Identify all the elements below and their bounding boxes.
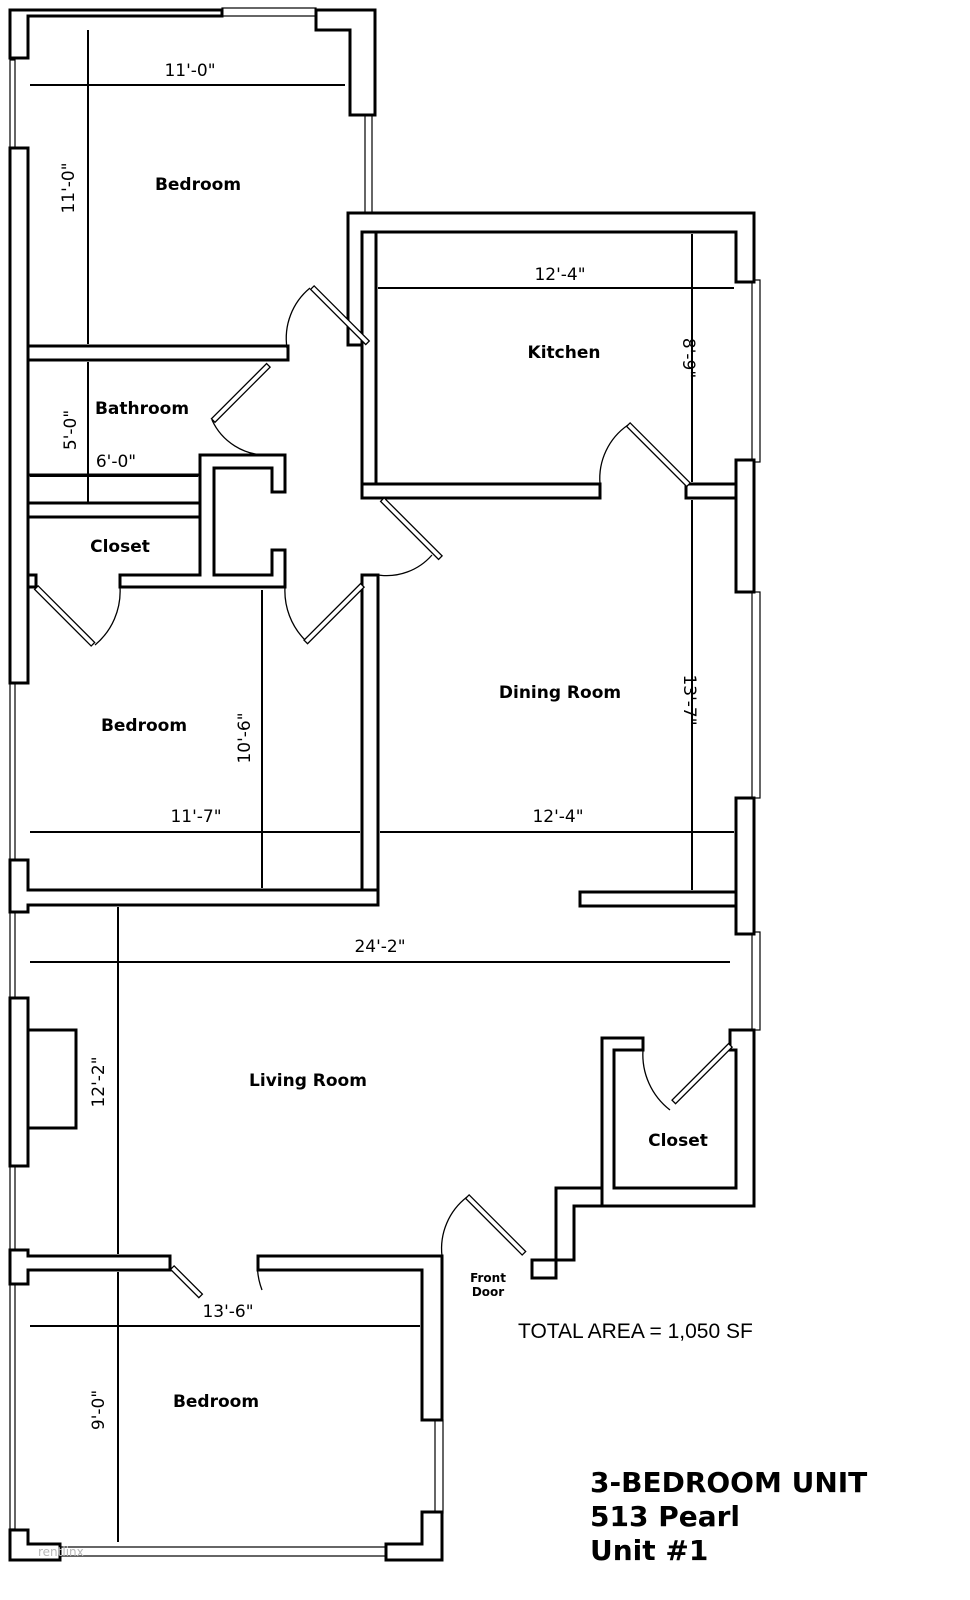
wall-kitchen-bottom xyxy=(360,482,602,500)
walls xyxy=(8,8,756,1562)
window-bottom xyxy=(56,1546,388,1557)
dim-bedroom-top-height: 11'-0" xyxy=(59,162,79,213)
window-left-living2 xyxy=(9,1164,16,1252)
window-left-living1 xyxy=(9,909,16,999)
wall-closet-top xyxy=(26,501,202,519)
wall-stair-step xyxy=(530,1186,604,1280)
room-label-bathroom: Bathroom xyxy=(95,399,189,419)
dimension-lines xyxy=(30,30,734,1542)
door-arc-front xyxy=(440,1196,468,1257)
door-closet-left xyxy=(33,584,96,647)
door-arc-top-bedroom xyxy=(285,287,311,349)
wall-dining-right xyxy=(734,796,756,936)
door-arc-closet-left xyxy=(94,586,121,646)
door-arc-bedroom-middle xyxy=(284,586,306,641)
wall-bottom-left-corner xyxy=(8,1528,62,1562)
front-door-label-line2: Door xyxy=(472,1285,504,1299)
wall-kitchen-left xyxy=(360,230,378,496)
wall-right-closet xyxy=(600,1028,756,1208)
door-arc-closet-right xyxy=(642,1049,671,1111)
door-top-bedroom xyxy=(309,284,371,346)
wall-kitchen-right xyxy=(734,458,756,594)
dim-bedroom-top-width: 11'-0" xyxy=(164,61,215,81)
dim-dining-width: 12'-4" xyxy=(532,807,583,827)
wall-closet-core xyxy=(118,453,287,589)
room-label-closet-right: Closet xyxy=(648,1131,708,1151)
dim-bathroom-height: 5'-0" xyxy=(61,410,81,450)
dim-bedroom-middle-width: 11'-7" xyxy=(170,807,221,827)
window-left-bottom xyxy=(9,1283,16,1530)
front-door-label-line1: Front xyxy=(470,1271,506,1285)
room-label-closet-left: Closet xyxy=(90,537,150,557)
door-kitchen xyxy=(625,421,692,488)
window-top-right xyxy=(364,114,373,214)
wall-bedroom-bath xyxy=(26,344,290,362)
door-arc-bathroom xyxy=(211,419,269,456)
window-right-bottom xyxy=(434,1419,444,1514)
wall-bottom-right-corner xyxy=(384,1510,444,1562)
room-label-dining-room: Dining Room xyxy=(499,683,621,703)
wall-left-living xyxy=(8,996,30,1168)
wall-living-bottom-right xyxy=(256,1254,444,1422)
window-left-middle xyxy=(9,679,16,861)
dim-living-height: 12'-2" xyxy=(89,1056,109,1107)
room-label-bedroom-bottom: Bedroom xyxy=(173,1392,259,1412)
wall-kitchen-right-stub xyxy=(684,482,738,500)
wall-living-bottom-left xyxy=(8,1248,172,1286)
title-line1: 3-BEDROOM UNIT xyxy=(590,1466,867,1499)
wall-kitchen-top xyxy=(346,211,756,347)
door-bedroom-bottom xyxy=(169,1264,204,1299)
wall-left-mid xyxy=(8,858,380,914)
dim-bedroom-bottom-height: 9'-0" xyxy=(89,1390,109,1430)
window-top xyxy=(221,7,317,17)
wall-closet-left-stub xyxy=(26,573,38,589)
watermark: rentlinx xyxy=(38,1545,84,1559)
door-closet-right xyxy=(671,1042,734,1105)
door-arc-bedroom-bottom xyxy=(256,1255,263,1291)
room-label-kitchen: Kitchen xyxy=(528,343,601,363)
wall-bedroom-mid-right xyxy=(360,573,380,897)
dim-kitchen-height: 8'-9" xyxy=(678,338,698,378)
window-kitchen xyxy=(751,279,761,463)
dimension-text: 11'-0" 11'-0" 12'-4" 8'-9" 5'-0" 6'-0" 1… xyxy=(59,61,699,1430)
title-line2: 513 Pearl xyxy=(590,1500,740,1533)
door-bedroom-middle xyxy=(303,582,366,645)
front-door xyxy=(464,1193,527,1256)
window-left-upper xyxy=(9,59,16,151)
total-area: TOTAL AREA = 1,050 SF xyxy=(518,1320,753,1343)
room-labels: Bedroom Bathroom Closet Bedroom Kitchen … xyxy=(90,175,708,1412)
dim-bedroom-bottom-width: 13'-6" xyxy=(202,1302,253,1322)
door-bathroom xyxy=(210,362,272,424)
wall-top-bedroom-top xyxy=(8,8,224,60)
doors xyxy=(33,284,734,1299)
title-line3: Unit #1 xyxy=(590,1534,708,1567)
window-dining xyxy=(751,591,761,799)
door-hall xyxy=(379,496,444,561)
door-arc-hall xyxy=(377,554,433,577)
room-label-living-room: Living Room xyxy=(249,1071,367,1091)
room-label-bedroom-middle: Bedroom xyxy=(101,716,187,736)
room-label-bedroom-top: Bedroom xyxy=(155,175,241,195)
door-arc-kitchen xyxy=(599,424,629,485)
dim-bathroom-width: 6'-0" xyxy=(96,452,136,472)
wall-dining-bottom xyxy=(578,890,738,908)
wall-bath-bottom xyxy=(26,473,202,505)
dim-bedroom-middle-height: 10'-6" xyxy=(235,712,255,763)
fireplace xyxy=(26,1028,78,1130)
wall-left-1 xyxy=(8,146,30,685)
dim-living-width: 24'-2" xyxy=(354,937,405,957)
wall-top-bedroom-top-right xyxy=(314,8,377,117)
window-right-living xyxy=(751,931,761,1031)
dim-kitchen-width: 12'-4" xyxy=(534,265,585,285)
dim-dining-height: 13'-7" xyxy=(679,674,699,725)
